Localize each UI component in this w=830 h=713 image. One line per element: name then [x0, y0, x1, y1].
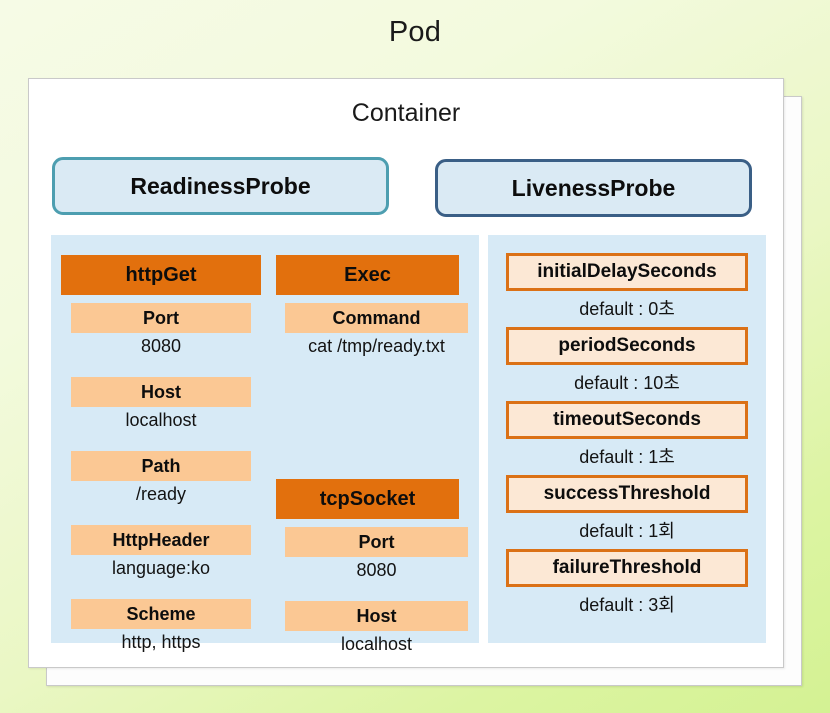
- field-label-tcp-socket-host: Host: [285, 601, 468, 631]
- field-value-tcp-socket-port: 8080: [356, 560, 397, 580]
- readiness-probe-label: ReadinessProbe: [130, 172, 311, 199]
- liveness-probe-header[interactable]: LivenessProbe: [435, 159, 752, 217]
- field-label-exec-command: Command: [285, 303, 468, 333]
- liveness-probe-label: LivenessProbe: [511, 174, 676, 201]
- field-label-http-get-http-header: HttpHeader: [71, 525, 251, 555]
- readiness-probe-header[interactable]: ReadinessProbe: [52, 157, 389, 215]
- liveness-setting-period-seconds: periodSeconds: [506, 327, 748, 365]
- liveness-probe-panel: initialDelaySeconds default : 0초 periodSec…: [488, 235, 766, 643]
- httpget-column: [61, 235, 261, 643]
- liveness-default-initial-delay-seconds: default : 0초: [579, 299, 675, 319]
- field-label-http-get-path: Path: [71, 451, 251, 481]
- field-value-http-get-scheme: http, https: [121, 632, 201, 652]
- liveness-setting-failure-threshold: failureThreshold: [506, 549, 748, 587]
- liveness-default-success-threshold: default : 1회: [579, 521, 675, 541]
- section-header-exec: Exec: [276, 255, 459, 295]
- liveness-default-failure-threshold: default : 3회: [579, 595, 675, 615]
- page-title: Pod: [388, 16, 442, 48]
- field-value-http-get-host: localhost: [125, 410, 197, 430]
- container-card: Container ReadinessProbe LivenessProbe h…: [28, 78, 784, 668]
- section-header-http-get: httpGet: [61, 255, 261, 295]
- field-value-exec-command: cat /tmp/ready.txt: [308, 336, 445, 356]
- container-label: Container: [351, 99, 461, 127]
- liveness-setting-initial-delay-seconds: initialDelaySeconds: [506, 253, 748, 291]
- exec-column: [276, 235, 462, 643]
- field-label-tcp-socket-port: Port: [285, 527, 468, 557]
- liveness-default-period-seconds: default : 10초: [574, 373, 680, 393]
- field-value-tcp-socket-host: localhost: [340, 634, 413, 654]
- liveness-setting-timeout-seconds: timeoutSeconds: [506, 401, 748, 439]
- field-value-http-get-port: 8080: [140, 336, 182, 356]
- field-label-http-get-scheme: Scheme: [71, 599, 251, 629]
- field-value-http-get-path: /ready: [135, 484, 187, 504]
- field-label-http-get-port: Port: [71, 303, 251, 333]
- field-value-http-get-http-header: language:ko: [111, 558, 211, 578]
- section-header-tcp-socket: tcpSocket: [276, 479, 459, 519]
- liveness-default-timeout-seconds: default : 1초: [579, 447, 675, 467]
- liveness-setting-success-threshold: successThreshold: [506, 475, 748, 513]
- field-label-http-get-host: Host: [71, 377, 251, 407]
